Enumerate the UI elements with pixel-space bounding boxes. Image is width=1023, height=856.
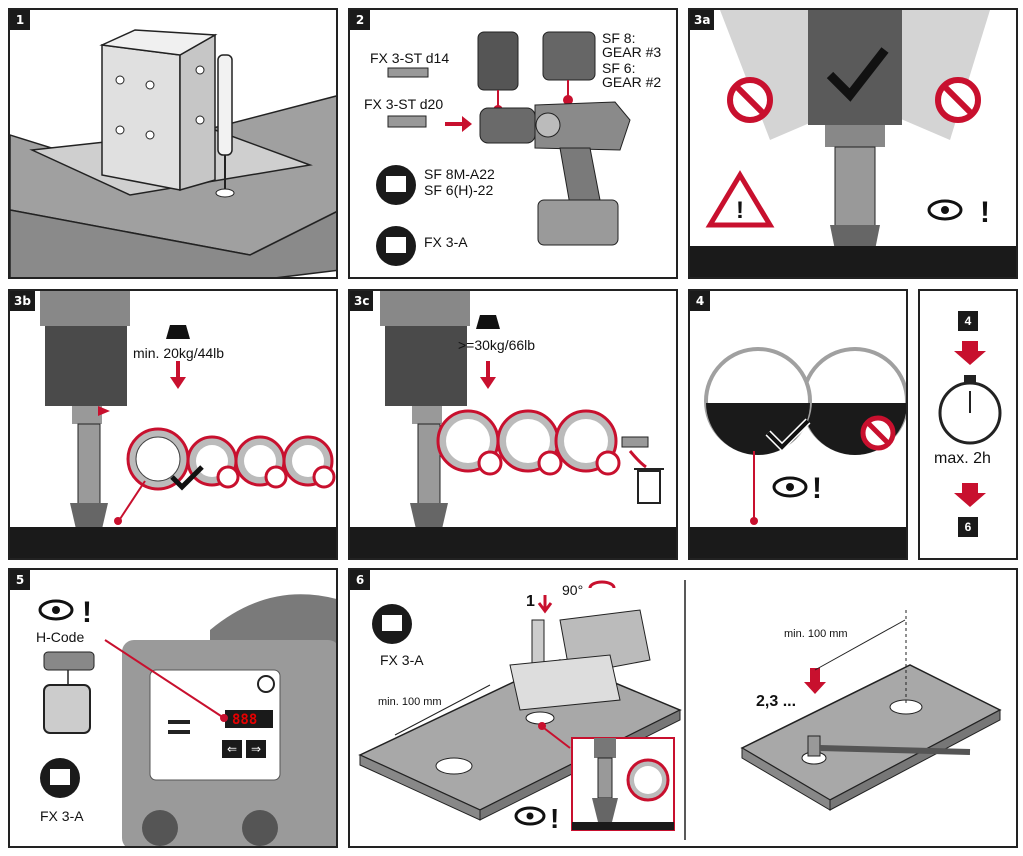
step-number: 4	[690, 291, 710, 311]
step-number: 3b	[10, 291, 35, 311]
step-number: 3c	[350, 291, 374, 311]
tool-model-b: SF 6(H)-22	[424, 182, 494, 198]
min-weight-label: >=30kg/66lb	[458, 337, 536, 353]
manual-ref: FX 3-A	[380, 652, 424, 668]
sf8-label: SF 8:	[602, 30, 636, 46]
hcode-label: H-Code	[36, 629, 85, 645]
welder-display-illustration: ⇐ ⇒ !	[38, 594, 336, 846]
step-number: 5	[10, 570, 30, 590]
heavy-weight-check-illustration	[350, 291, 676, 558]
bit-d20-label: FX 3-ST d20	[364, 96, 444, 112]
gear2-label: GEAR #2	[602, 74, 662, 90]
panel-step-3c: 3c >=30kg/66lb	[348, 289, 678, 560]
manual-ref: FX 3-A	[40, 808, 84, 824]
panel-step-4: 4 !	[688, 289, 908, 560]
svg-text:⇒: ⇒	[251, 742, 261, 756]
svg-text:!: !	[980, 196, 990, 229]
step-number: 1	[10, 10, 30, 30]
surface-inspection-illustration: !	[690, 347, 906, 558]
step-number: 2	[350, 10, 370, 30]
repeat-steps-label: 2,3 ...	[756, 693, 797, 710]
bit-d14-label: FX 3-ST d14	[370, 50, 450, 66]
min-distance-right: min. 100 mm	[784, 628, 848, 640]
step-number: 3a	[690, 10, 715, 30]
gear3-label: GEAR #3	[602, 44, 662, 60]
svg-text:!: !	[736, 197, 744, 224]
drill-angle-illustration: ! !	[690, 10, 1016, 277]
panel-step-5: 5 ⇐ ⇒ ! 888 H-Code FX 3-A	[8, 568, 338, 848]
display-readout: 888	[232, 712, 258, 728]
min-distance-left: min. 100 mm	[378, 696, 442, 708]
drill-illustration	[376, 31, 631, 266]
tool-model-a: SF 8M-A22	[424, 166, 495, 182]
svg-text:⇐: ⇐	[227, 742, 237, 756]
panel-step-3a: 3a ! !	[688, 8, 1018, 279]
svg-text:!: !	[550, 803, 559, 834]
weight-check-illustration	[10, 291, 336, 558]
stud-base-illustration	[10, 29, 336, 277]
svg-text:!: !	[82, 596, 92, 629]
manual-ref: FX 3-A	[424, 234, 468, 250]
panel-step-6: 6 ! FX 3-A	[348, 568, 1018, 848]
min-weight-label: min. 20kg/44lb	[133, 345, 225, 361]
step-one-marker: 1	[526, 593, 535, 610]
max-time-label: max. 2h	[934, 450, 991, 467]
step-number: 6	[350, 570, 370, 590]
from-step-number: 4	[958, 311, 978, 331]
stopwatch-icon	[938, 341, 1002, 507]
stud-welding-illustration: !	[358, 580, 1002, 840]
panel-step-3b: 3b min. 20kg/44lb	[8, 289, 338, 560]
panel-step-2: 2 FX 3-ST d14 FX 3-ST d20 SF 8: GEAR #3 …	[348, 8, 678, 279]
timer-box: 4 max. 2h 6	[918, 289, 1018, 560]
sf6-label: SF 6:	[602, 60, 636, 76]
svg-text:!: !	[812, 472, 822, 505]
to-step-number: 6	[958, 517, 978, 537]
panel-step-1: 1	[8, 8, 338, 279]
rotation-angle: 90°	[562, 582, 584, 598]
